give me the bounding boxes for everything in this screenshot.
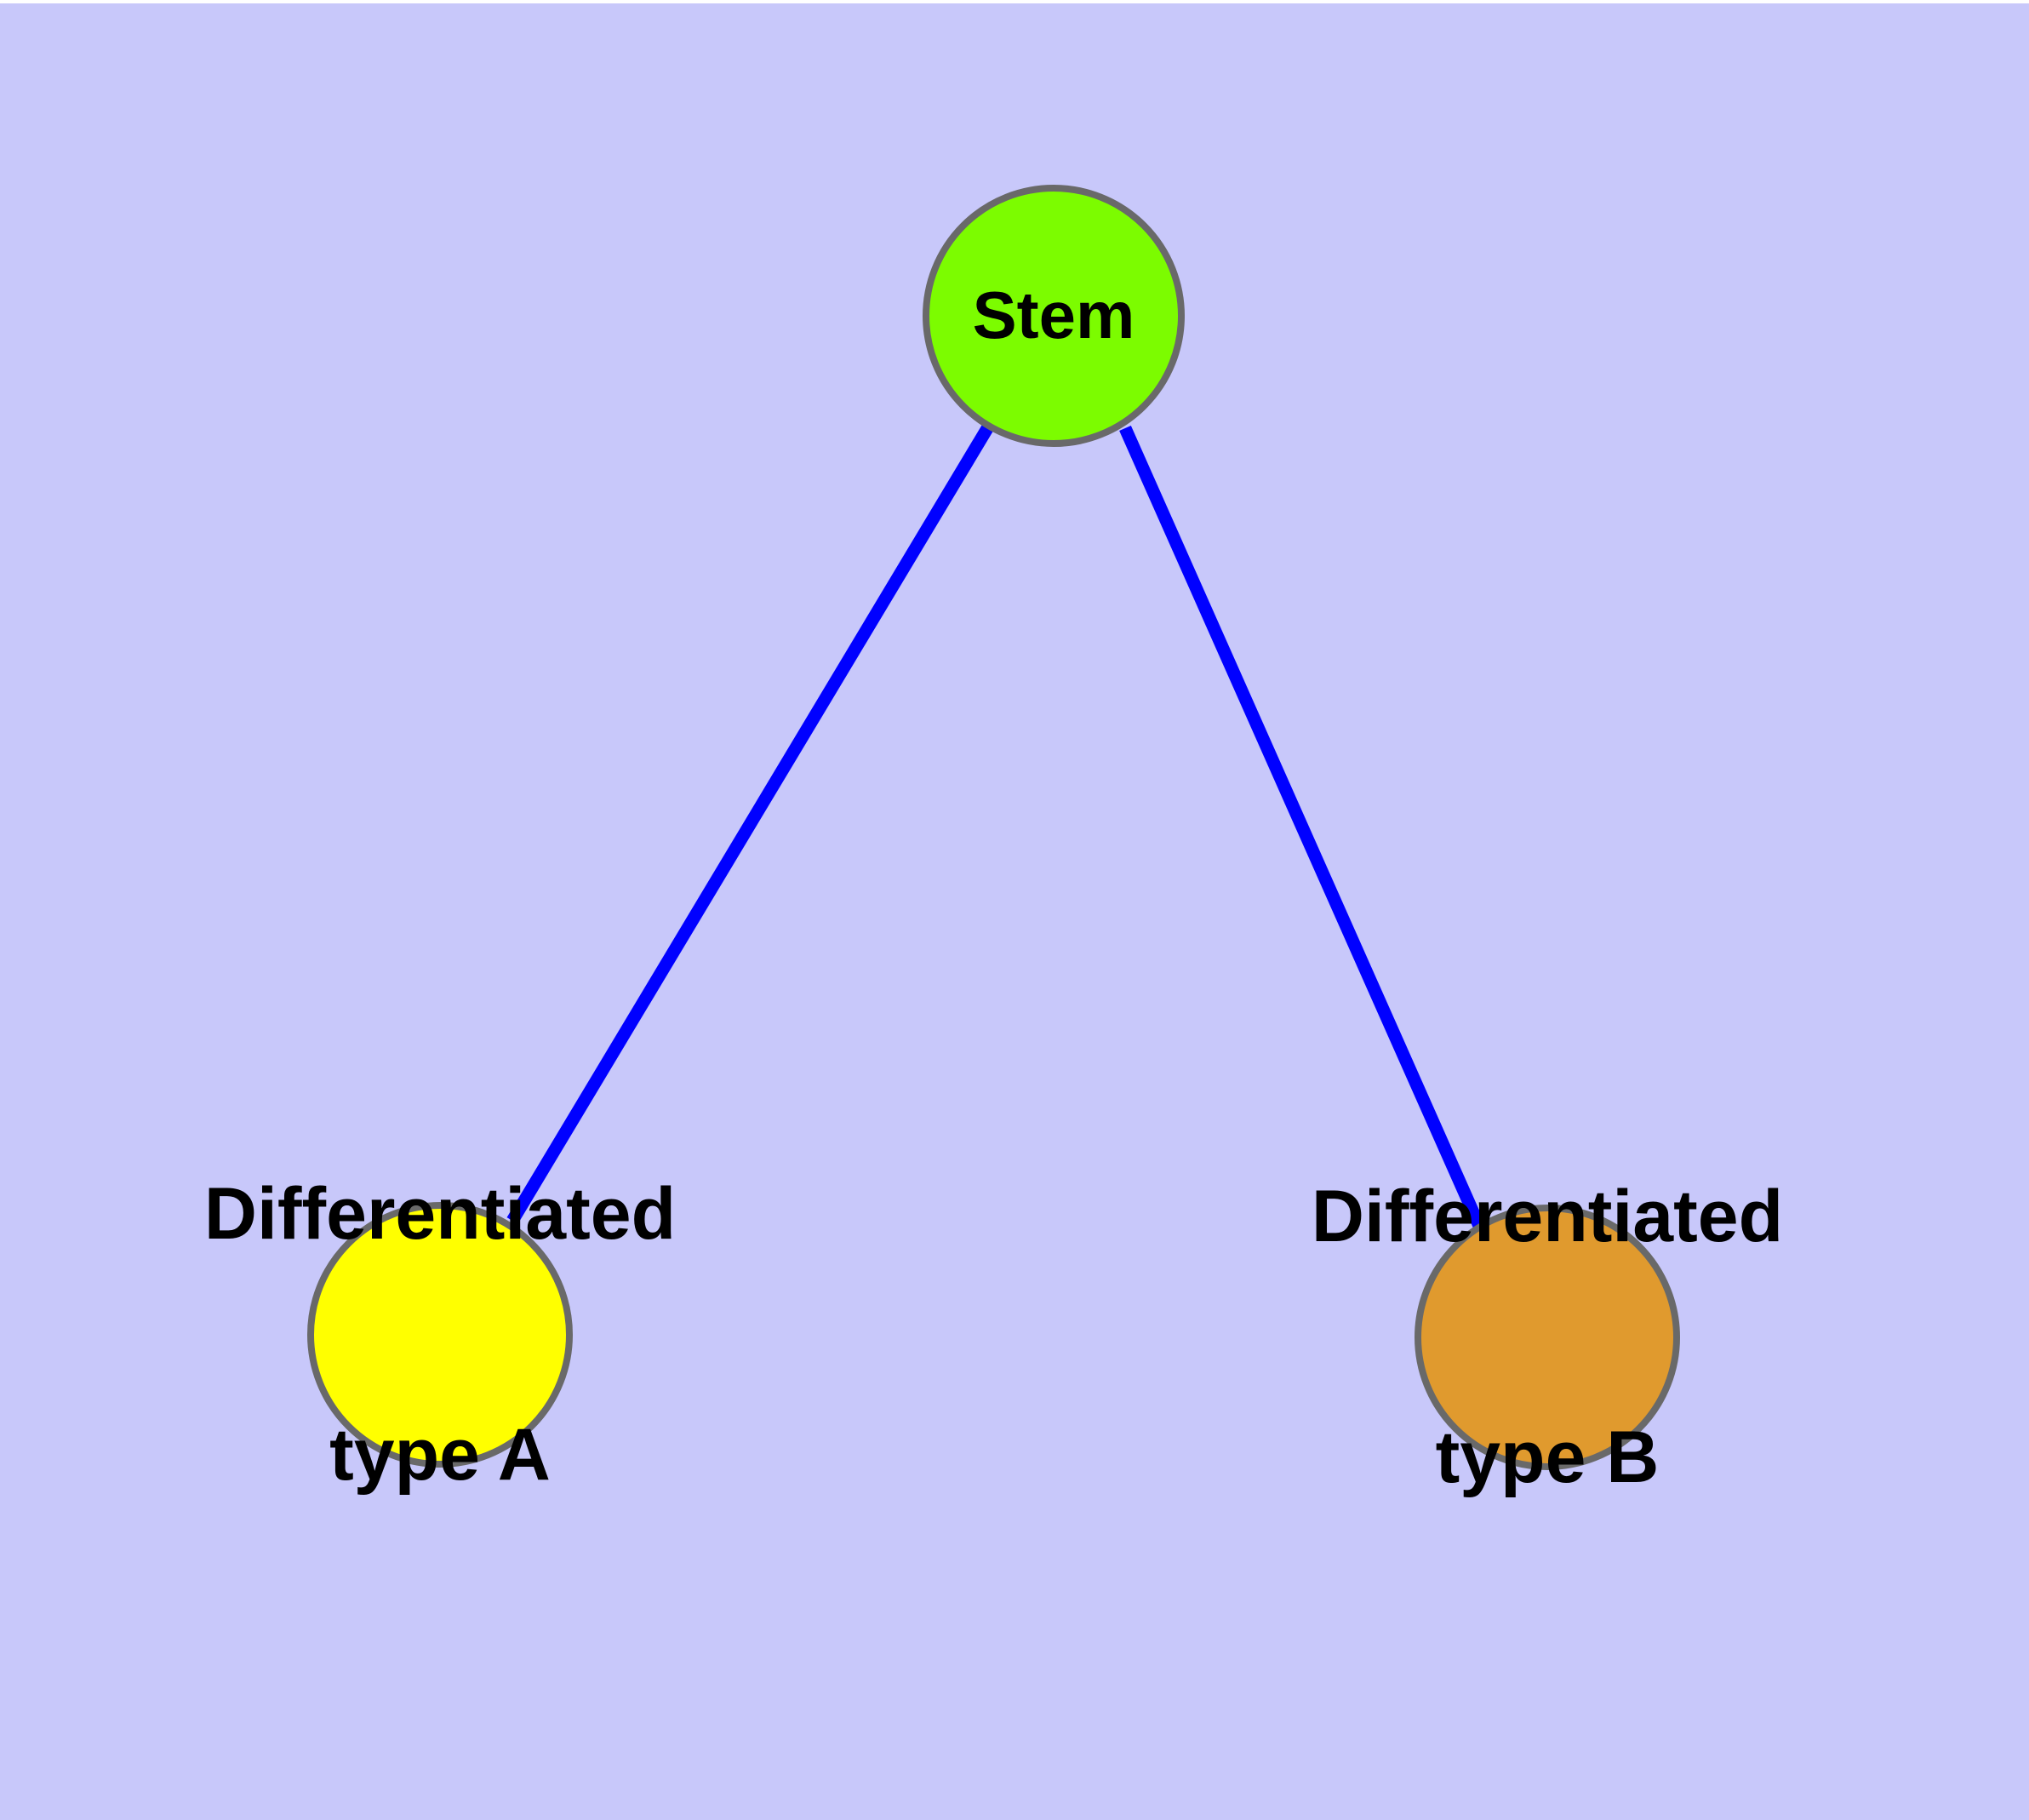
edge-layer [506,422,1485,1229]
edge-stem-to-differentiated-type-b [1119,425,1485,1229]
node-stem[interactable] [923,185,1185,447]
node-differentiated-type-b[interactable] [1415,1205,1680,1470]
node-differentiated-type-a[interactable] [307,1202,573,1468]
node-layer [307,185,1680,1470]
edge-stem-to-differentiated-type-a [506,422,995,1224]
